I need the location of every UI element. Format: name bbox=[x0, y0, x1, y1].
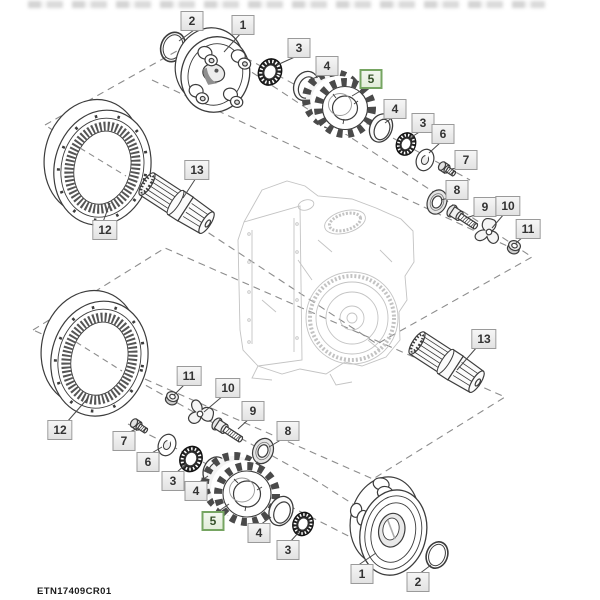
callout-9-top[interactable]: 9 bbox=[473, 197, 497, 217]
callout-11-bottom[interactable]: 11 bbox=[176, 366, 202, 386]
snap-ring-bottom-b bbox=[268, 495, 294, 527]
callout-7-bottom[interactable]: 7 bbox=[112, 431, 136, 451]
callout-4-top-b[interactable]: 4 bbox=[383, 99, 407, 119]
callout-8-top[interactable]: 8 bbox=[445, 180, 469, 200]
callout-3-top-b[interactable]: 3 bbox=[411, 113, 435, 133]
callout-10-bottom[interactable]: 10 bbox=[215, 378, 241, 398]
callout-1-bottom[interactable]: 1 bbox=[350, 564, 374, 584]
callout-1-top[interactable]: 1 bbox=[231, 15, 255, 35]
pin-bolt-bottom bbox=[211, 417, 244, 443]
nut-top bbox=[506, 240, 521, 255]
planet-carrier-bottom bbox=[349, 476, 428, 576]
axis-through-bores bbox=[75, 147, 127, 372]
callout-6-bottom[interactable]: 6 bbox=[136, 452, 160, 472]
bearing-bottom-b bbox=[292, 511, 314, 537]
callout-6-top[interactable]: 6 bbox=[431, 124, 455, 144]
drawing-code: ETN17409CR01 bbox=[37, 586, 112, 597]
o-ring-bottom bbox=[425, 541, 449, 569]
top-secondary-axis bbox=[151, 79, 521, 253]
callout-9-bottom[interactable]: 9 bbox=[241, 401, 265, 421]
callout-2-top[interactable]: 2 bbox=[180, 11, 204, 31]
bottom-drum-leader bbox=[311, 477, 357, 507]
retainer-plate-bottom bbox=[187, 399, 215, 424]
callout-8-bottom[interactable]: 8 bbox=[276, 421, 300, 441]
callout-4-bottom-b[interactable]: 4 bbox=[247, 523, 271, 543]
pin-bolt-top bbox=[446, 204, 479, 230]
ring-gear-bottom bbox=[40, 289, 149, 417]
bearing-top-a bbox=[257, 58, 283, 86]
leader-lines bbox=[66, 29, 525, 575]
sun-shaft-bottom bbox=[408, 331, 485, 393]
callout-11-top[interactable]: 11 bbox=[515, 219, 541, 239]
callout-2-bottom[interactable]: 2 bbox=[406, 572, 430, 592]
pin-washer-top bbox=[426, 189, 448, 215]
callout-5-top-highlighted[interactable]: 5 bbox=[359, 69, 383, 89]
callout-3-bottom-b[interactable]: 3 bbox=[276, 540, 300, 560]
watermark-smudge bbox=[28, 1, 545, 8]
callout-10-top[interactable]: 10 bbox=[495, 196, 521, 216]
callout-4-top-a[interactable]: 4 bbox=[315, 56, 339, 76]
callout-12-top[interactable]: 12 bbox=[92, 220, 118, 240]
callout-13-top[interactable]: 13 bbox=[184, 160, 210, 180]
bolt-top bbox=[437, 161, 457, 177]
callout-12-bottom[interactable]: 12 bbox=[47, 420, 73, 440]
transmission-case-ghost bbox=[237, 180, 415, 386]
thrust-washer-bottom bbox=[157, 433, 177, 457]
bolt-bottom bbox=[129, 418, 149, 434]
callout-5-bottom-highlighted[interactable]: 5 bbox=[201, 511, 225, 531]
bearing-bottom-a bbox=[179, 445, 203, 473]
planet-gear-bottom bbox=[201, 452, 280, 526]
callout-7-top[interactable]: 7 bbox=[454, 150, 478, 170]
bearing-top-b bbox=[395, 132, 417, 156]
retainer-plate-top bbox=[474, 217, 499, 244]
ring-gear-top bbox=[43, 98, 152, 226]
planet-carrier-top bbox=[174, 27, 252, 113]
carrier-pins-top bbox=[188, 45, 252, 108]
callout-4-bottom-a[interactable]: 4 bbox=[184, 481, 208, 501]
callout-3-top-a[interactable]: 3 bbox=[287, 38, 311, 58]
callout-13-bottom[interactable]: 13 bbox=[471, 329, 497, 349]
bottom-group-boundary bbox=[31, 247, 507, 480]
thrust-washer-top bbox=[415, 148, 435, 172]
callout-3-bottom-a[interactable]: 3 bbox=[161, 471, 185, 491]
sun-shaft-top bbox=[138, 172, 215, 234]
nut-bottom bbox=[164, 391, 179, 406]
pin-washer-bottom bbox=[251, 437, 275, 465]
